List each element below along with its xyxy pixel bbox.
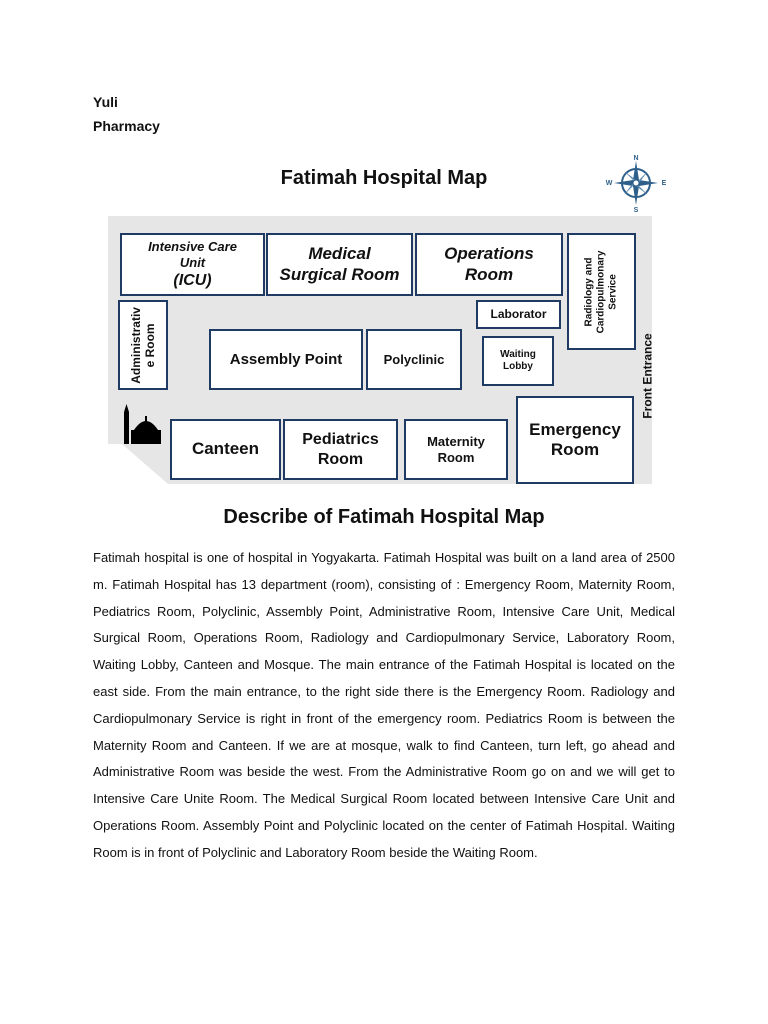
front-entrance-label: Front Entrance bbox=[641, 332, 655, 419]
canteen-room: Canteen bbox=[170, 419, 281, 480]
description-paragraph: Fatimah hospital is one of hospital in Y… bbox=[93, 550, 675, 860]
compass-north-label: N bbox=[633, 155, 638, 162]
pediatrics-room: Pediatrics Room bbox=[283, 419, 398, 480]
compass-east-label: E bbox=[662, 180, 667, 187]
author-major: Pharmacy bbox=[93, 118, 160, 134]
description-title: Describe of Fatimah Hospital Map bbox=[223, 506, 545, 528]
author-name: Yuli bbox=[93, 94, 118, 110]
hospital-map: Intensive Care Unit (ICU) Medical Surgic… bbox=[108, 216, 655, 486]
author-block: Yuli Pharmacy bbox=[93, 90, 160, 138]
maternity-room: Maternity Room bbox=[404, 419, 508, 480]
radiology-room: Radiology and Cardiopulmonary Service bbox=[567, 233, 636, 350]
operations-room: Operations Room bbox=[415, 233, 563, 296]
laboratory-room: Laborator bbox=[476, 300, 561, 329]
polyclinic-room: Polyclinic bbox=[366, 329, 462, 390]
medical-surgical-room: Medical Surgical Room bbox=[266, 233, 413, 296]
map-title: Fatimah Hospital Map bbox=[280, 167, 488, 189]
compass-west-label: W bbox=[606, 180, 613, 187]
emergency-room: Emergency Room bbox=[516, 396, 634, 484]
icu-room: Intensive Care Unit (ICU) bbox=[120, 233, 265, 296]
assembly-point: Assembly Point bbox=[209, 329, 363, 390]
mosque-icon bbox=[124, 404, 161, 444]
waiting-lobby: Waiting Lobby bbox=[482, 336, 554, 386]
compass-south-label: S bbox=[634, 207, 639, 213]
administrative-room: Administrativ e Room bbox=[118, 300, 168, 390]
compass-rose-icon: N S E W bbox=[606, 155, 667, 213]
